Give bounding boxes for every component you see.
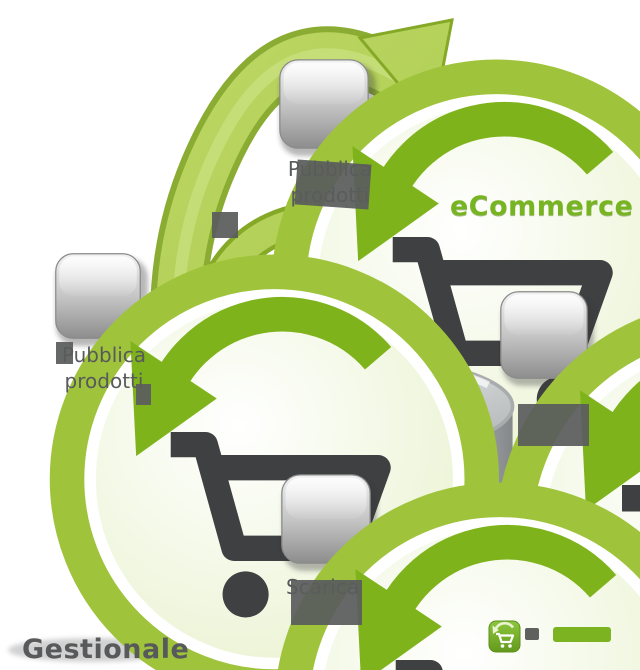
logo-text-block-green [553, 627, 611, 642]
label-gestionale: Gestionale [22, 634, 190, 665]
icon-publish-left [55, 253, 513, 670]
cart-sync-logo-icon [488, 620, 521, 653]
icon-orders-right [500, 291, 640, 670]
overlay-block [136, 384, 151, 405]
icon-publish-top [279, 59, 640, 557]
label-publish-products-left: Pubblica prodotti [53, 342, 155, 395]
logo-text-block-gray [525, 628, 539, 640]
icon-download-bottom [281, 474, 640, 670]
label-line: Pubblica [61, 343, 147, 367]
overlay-block [518, 404, 589, 446]
overlay-block [291, 580, 362, 625]
overlay-block [294, 159, 372, 210]
label-line: prodotti [64, 369, 144, 394]
overlay-block [212, 212, 238, 238]
label-ecommerce: eCommerce [450, 191, 634, 222]
overlay-block [56, 342, 73, 364]
